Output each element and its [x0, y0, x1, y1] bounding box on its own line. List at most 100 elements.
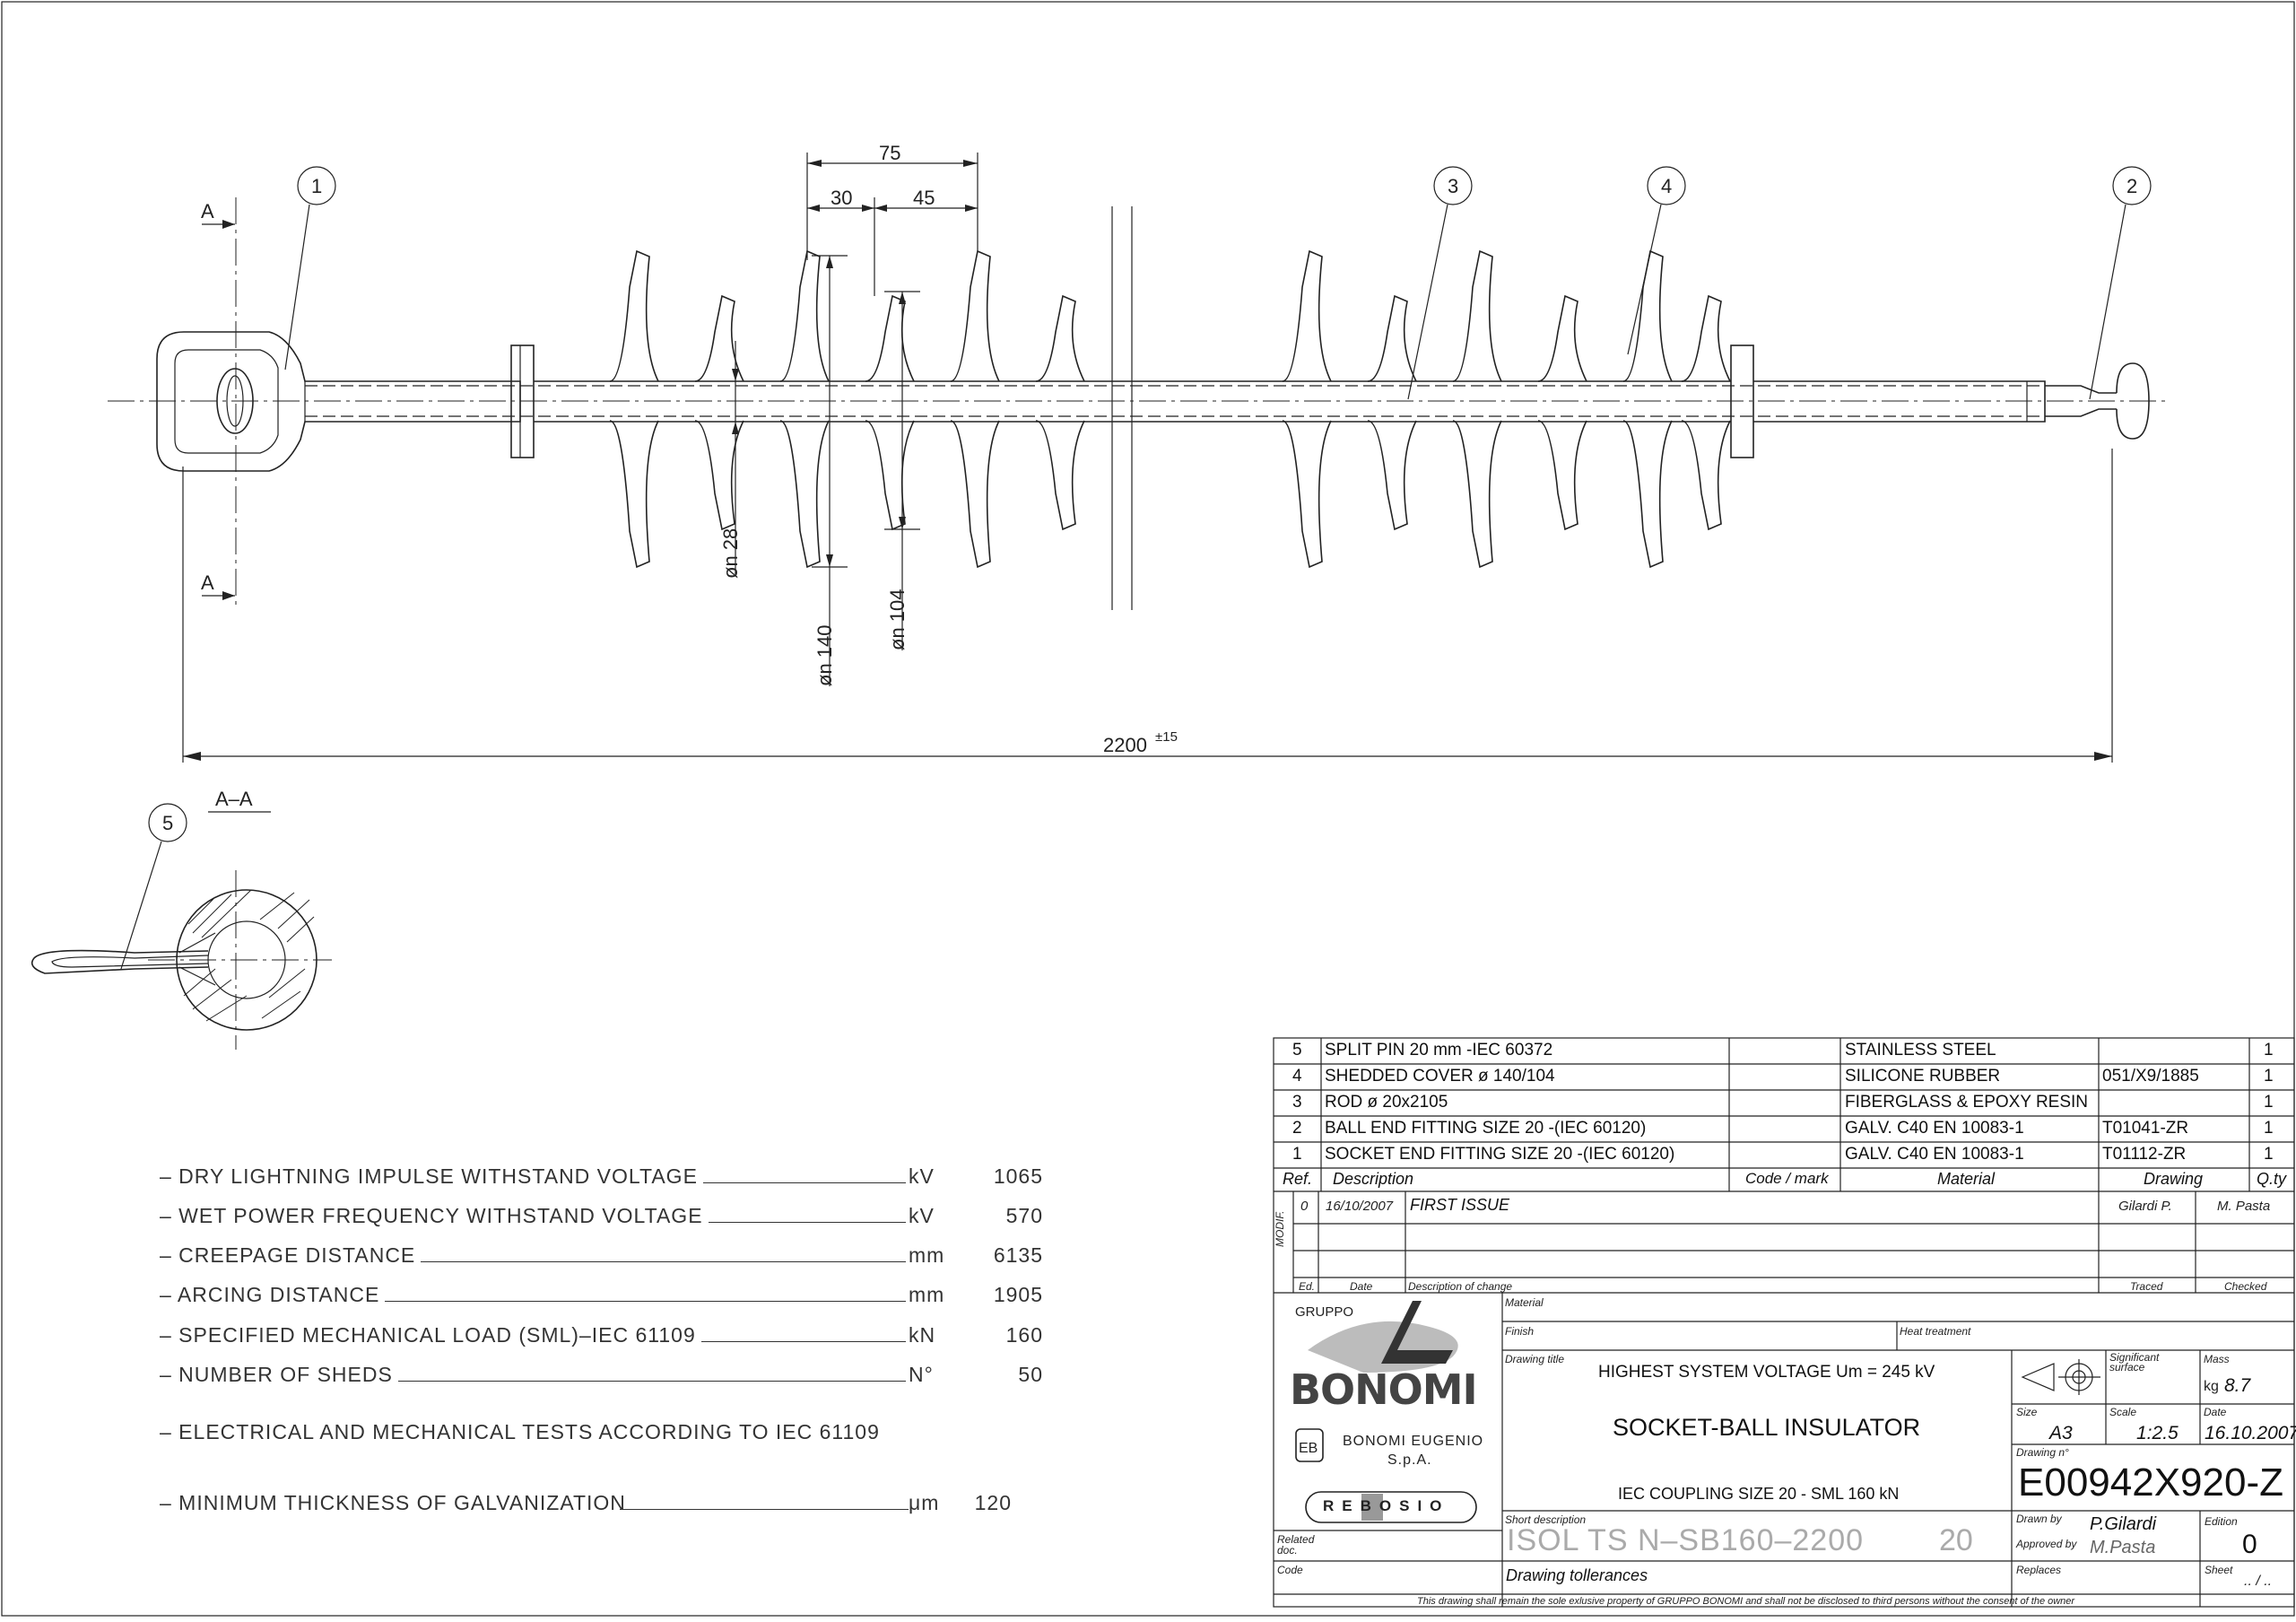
drawn-by-label: Drawn by [2016, 1513, 2062, 1525]
small-shed [1681, 294, 1731, 382]
svg-text:2: 2 [2126, 175, 2137, 197]
bom-material: GALV. C40 EN 10083-1 [1845, 1145, 2024, 1164]
bom-drawing: T01112-ZR [2102, 1145, 2187, 1164]
rev-traced: Gilardi P. [2118, 1199, 2172, 1214]
svg-text:A: A [201, 200, 214, 222]
mass-unit: kg [2204, 1379, 2219, 1394]
bom-material: FIBERGLASS & EPOXY RESIN [1845, 1093, 2089, 1112]
svg-text:øn 140: øn 140 [813, 625, 836, 687]
pitch-dimensions: 75 30 45 [806, 142, 978, 296]
bom-ref: 4 [1292, 1067, 1302, 1086]
balloon-3: 3 [1407, 166, 1473, 400]
code-label: Code [1277, 1564, 1303, 1576]
balloon-1: 1 [284, 166, 336, 371]
large-shed [1622, 249, 1673, 382]
rev-header-ed: Ed. [1299, 1280, 1316, 1293]
surface-symbol-icon [2021, 1359, 2100, 1395]
short-description-num: 20 [1939, 1523, 1973, 1557]
spec-value: 570 [1005, 1204, 1043, 1227]
bom-description: BALL END FITTING SIZE 20 -(IEC 60120) [1325, 1119, 1647, 1138]
small-shed [1537, 420, 1587, 531]
heat-treatment-label: Heat treatment [1900, 1325, 1971, 1338]
leader-line [702, 1182, 906, 1183]
spec-label: – CREEPAGE DISTANCE [160, 1243, 416, 1267]
bom-header-drawing: Drawing [2144, 1170, 2204, 1188]
finish-label: Finish [1505, 1325, 1535, 1338]
title-line-2: SOCKET-BALL INSULATOR [1613, 1414, 1921, 1441]
bom-material: SILICONE RUBBER [1845, 1067, 2001, 1086]
small-shed [1681, 420, 1731, 531]
date-value: 16.10.2007 [2205, 1423, 2296, 1443]
spec-label: – SPECIFIED MECHANICAL LOAD (SML)–IEC 61… [160, 1323, 696, 1347]
svg-text:75: 75 [879, 142, 900, 164]
size-label: Size [2016, 1406, 2038, 1418]
spec-row: – DRY LIGHTNING IMPULSE WITHSTAND VOLTAG… [160, 1164, 1042, 1189]
spec-value: 6135 [993, 1243, 1043, 1267]
bom-qty: 1 [2264, 1041, 2274, 1060]
length-value: 2200 [1103, 734, 1147, 756]
rebosio-badge-icon [1305, 1491, 1477, 1523]
scale-value: 1:2.5 [2136, 1423, 2179, 1443]
bom-ref: 1 [1292, 1145, 1302, 1164]
mass-label: Mass [2204, 1353, 2230, 1365]
bom-description: ROD ø 20x2105 [1325, 1093, 1448, 1112]
large-shed [1622, 420, 1673, 569]
svg-text:45: 45 [913, 187, 935, 209]
small-shed [1035, 294, 1085, 382]
replaces-label: Replaces [2016, 1564, 2062, 1576]
bom-header-ref: Ref. [1283, 1170, 1313, 1188]
rev-description: FIRST ISSUE [1410, 1196, 1510, 1214]
section-title: A–A [215, 788, 253, 810]
small-shed [1035, 420, 1085, 531]
date-label: Date [2204, 1406, 2227, 1418]
bom-drawing: T01041-ZR [2102, 1119, 2189, 1138]
material-label: Material [1505, 1296, 1544, 1309]
svg-text:1: 1 [311, 175, 322, 197]
spec-label: – ARCING DISTANCE [160, 1283, 380, 1306]
large-shed [609, 249, 659, 382]
small-shed [694, 294, 744, 382]
drawn-by: P.Gilardi [2090, 1514, 2157, 1534]
small-shed [1367, 420, 1417, 531]
size-value: A3 [2049, 1423, 2073, 1443]
company-name: BONOMI EUGENIO [1343, 1434, 1484, 1449]
section-mark-bottom: A [201, 571, 235, 600]
rev-date: 16/10/2007 [1326, 1199, 1394, 1214]
balloon-4: 4 [1627, 166, 1686, 355]
bom-qty: 1 [2264, 1119, 2274, 1138]
large-shed [779, 420, 830, 569]
leader-line [620, 1509, 909, 1510]
company-suffix: S.p.A. [1387, 1452, 1432, 1468]
bom-qty: 1 [2264, 1067, 2274, 1086]
spec-value: 1065 [993, 1164, 1043, 1188]
svg-text:øn 104: øn 104 [886, 589, 909, 651]
shed-group [609, 249, 1731, 569]
rebosio-label: REBOSIO [1323, 1497, 1450, 1514]
galvanization-note: – MINIMUM THICKNESS OF GALVANIZATION μm … [160, 1491, 1012, 1514]
rev-header-checked: Checked [2224, 1280, 2267, 1293]
svg-text:3: 3 [1448, 175, 1458, 197]
spec-unit: kN [909, 1323, 936, 1347]
drawing-title-label: Drawing title [1505, 1353, 1565, 1365]
brand-name: BONOMI [1290, 1365, 1478, 1414]
rev-header-desc: Description of change [1408, 1280, 1513, 1293]
rev-edition: 0 [1300, 1199, 1309, 1214]
title-line-1: HIGHEST SYSTEM VOLTAGE Um = 245 kV [1598, 1363, 1935, 1382]
ownership-footer: This drawing shall remain the sole exlus… [1417, 1596, 2075, 1607]
spec-label: – DRY LIGHTNING IMPULSE WITHSTAND VOLTAG… [160, 1164, 698, 1188]
large-shed [609, 420, 659, 569]
diameter-dimensions: øn 28 øn 140 øn 104 [719, 255, 920, 687]
title-line-3: IEC COUPLING SIZE 20 - SML 160 kN [1618, 1485, 1900, 1503]
leader-line [397, 1380, 906, 1382]
short-desc-label: Short description [1505, 1513, 1587, 1526]
sheet-value: .. / .. [2244, 1574, 2273, 1589]
spec-unit: mm [909, 1283, 945, 1306]
spec-unit: kV [909, 1204, 935, 1227]
bom-header-desc: Description [1333, 1170, 1414, 1188]
